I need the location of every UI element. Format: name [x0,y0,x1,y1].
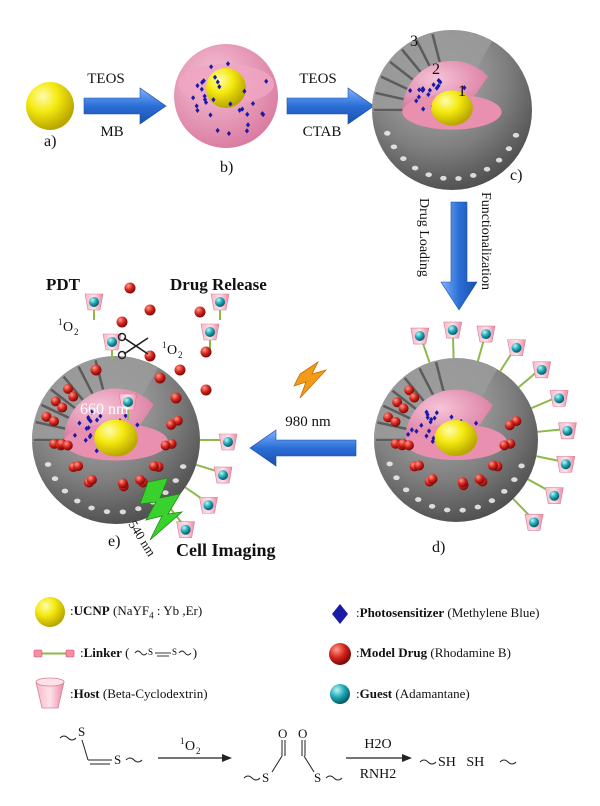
legend-drug-icon [329,643,351,665]
arrow-d-to-e [249,429,357,467]
step-d-label: d) [432,539,445,556]
legend-model-drug: :Model Drug (Rhodamine B) [356,645,511,660]
layer-1-label: 1 [458,83,466,100]
svg-text:O: O [278,726,287,741]
arrow-ab-top-label: TEOS [87,71,125,87]
svg-text:2: 2 [178,350,183,360]
step-b-label: b) [220,159,233,176]
reactant-s1: S [78,724,85,739]
ucnp-core [206,68,246,108]
arrow-de-label: 980 nm [285,414,331,430]
step-e-label: e) [108,533,120,550]
product-label: SH SH [438,755,484,770]
legend-guest-icon [330,684,350,704]
arrow-c-to-d [440,201,478,311]
svg-text:2: 2 [196,746,201,756]
released-drug [90,282,212,404]
photosensitizer-dots [191,61,269,137]
ucnp-core [26,82,74,130]
layer-3-label: 3 [410,33,418,50]
nir-lightning-icon [293,360,328,399]
svg-text:S: S [148,647,153,657]
svg-text:S: S [262,770,269,785]
arrow-cd-left-label: Drug Loading [416,198,431,277]
svg-text:1: 1 [180,736,185,746]
svg-text:O: O [185,739,195,754]
step-c-particle [371,30,532,190]
ucnp-core [431,90,473,126]
singlet-oxygen-right: 1 O 2 [162,340,183,360]
step-b-particle [174,44,278,148]
emission-660-label: 660 nm [80,401,129,418]
layer-2-label: 2 [432,61,440,78]
ucnp-core [94,419,138,457]
svg-text:S: S [314,770,321,785]
svg-text:S: S [172,647,177,657]
legend-host-icon [35,677,65,709]
emission-540-label: 540 nm [125,518,159,559]
svg-text:O: O [298,726,307,741]
arrow-bc-bottom-label: CTAB [303,124,342,140]
legend-photosensitizer-icon [332,604,348,624]
legend-host: :Host (Beta-Cyclodextrin) [70,686,208,701]
host-guest-gates [410,321,577,531]
host-guest-gates [84,293,238,539]
singlet-oxygen-left: 1 O 2 [58,317,79,337]
ucnp-core [434,419,478,457]
svg-text:1: 1 [58,317,63,327]
cell-imaging-label: Cell Imaging [176,540,276,560]
arrow-a-to-b [83,87,167,125]
svg-text:1: 1 [162,340,167,350]
svg-text:H2O: H2O [364,737,391,752]
arrow-b-to-c [286,87,375,125]
arrow-ab-bottom-label: MB [100,124,123,140]
legend-linker-icon [33,649,75,658]
legend-photosensitizer: :Photosensitizer (Methylene Blue) [356,605,540,620]
svg-text:O: O [63,320,73,335]
legend-guest: :Guest (Adamantane) [356,686,470,701]
reactant-s2: S [114,752,121,767]
legend-ucnp-icon [35,597,65,627]
svg-text:O: O [167,343,177,358]
reaction-scheme: S S 1 O 2 S O O S H2O RNH2 SH SH [59,724,517,785]
scissors-icon [117,332,149,360]
legend-ucnp: :UCNP (NaYF4 : Yb ,Er) [70,603,203,621]
model-drug-cluster [383,385,522,491]
step-a-label: a) [44,133,56,150]
green-emission-icon [139,477,184,541]
pdt-label: PDT [46,275,81,294]
step-a-ucnp [26,82,74,130]
arrow-cd-right-label: Functionalization [478,192,493,290]
model-drug-cluster [41,383,183,492]
svg-text:2: 2 [74,327,79,337]
svg-text:RNH2: RNH2 [360,767,397,782]
drug-release-label: Drug Release [170,275,267,294]
step-c-label: c) [510,167,522,184]
arrow-bc-top-label: TEOS [299,71,337,87]
step-d-particle [373,321,577,531]
